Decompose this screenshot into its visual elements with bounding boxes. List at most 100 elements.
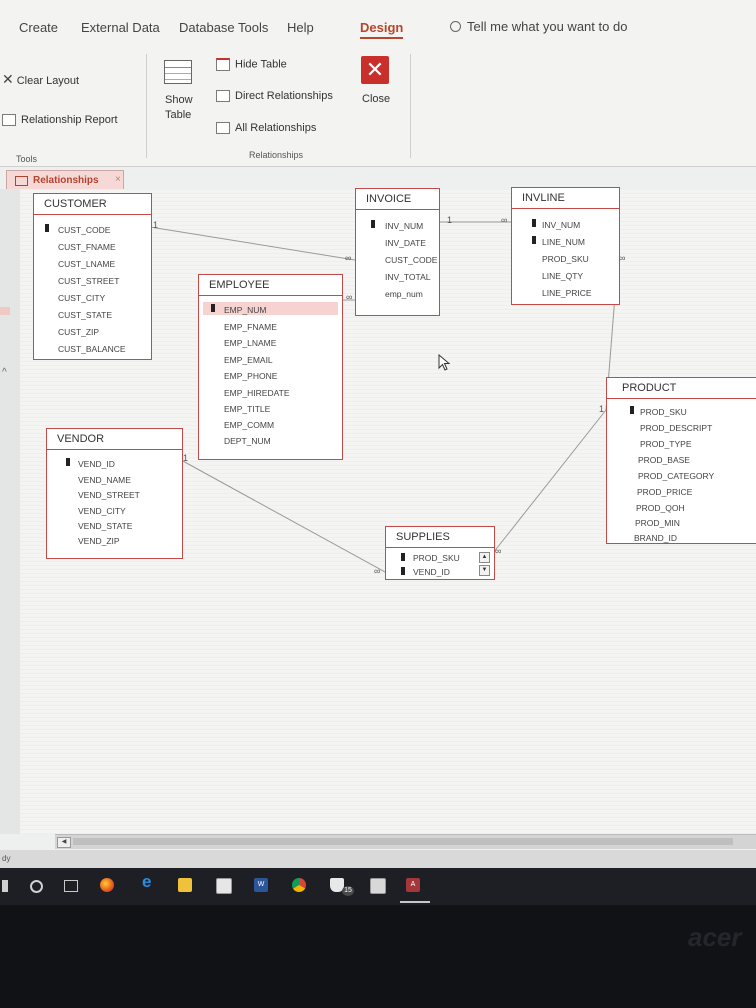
direct-relationships-button[interactable]: Direct Relationships	[216, 90, 333, 103]
field-line-num[interactable]: LINE_NUM	[542, 237, 585, 247]
table-product[interactable]: PRODUCT PROD_SKU PROD_DESCRIPT PROD_TYPE…	[606, 377, 756, 544]
word-icon[interactable]: W	[254, 878, 268, 892]
tab-external-data[interactable]: External Data	[81, 20, 160, 35]
scroll-down-icon[interactable]: ▼	[479, 565, 490, 576]
many-side-marker: ∞	[346, 292, 353, 302]
scroll-left-icon[interactable]: ◀	[57, 837, 71, 848]
close-button-label[interactable]: Close	[362, 93, 391, 105]
all-relationships-label: All Relationships	[235, 122, 317, 134]
tell-me-search[interactable]: Tell me what you want to do	[450, 19, 627, 34]
primary-key-icon	[532, 219, 536, 227]
field-prod-sku[interactable]: PROD_SKU	[640, 407, 687, 417]
field-emp-comm[interactable]: EMP_COMM	[224, 420, 275, 430]
field-emp-hiredate[interactable]: EMP_HIREDATE	[224, 388, 290, 398]
field-line-qty[interactable]: LINE_QTY	[542, 271, 584, 281]
access-window: Create External Data Database Tools Help…	[0, 0, 756, 905]
table-supplies[interactable]: SUPPLIES PROD_SKU VEND_ID ▲ ▼	[385, 526, 495, 580]
field-vend-city[interactable]: VEND_CITY	[78, 506, 126, 516]
status-text: dy	[2, 854, 11, 863]
table-employee[interactable]: EMPLOYEE EMP_NUM EMP_FNAME EMP_LNAME EMP…	[198, 274, 343, 460]
field-prod-descript[interactable]: PROD_DESCRIPT	[640, 423, 713, 433]
field-prod-min[interactable]: PROD_MIN	[635, 518, 680, 528]
field-emp-phone[interactable]: EMP_PHONE	[224, 371, 278, 381]
field-supplies-vend-id[interactable]: VEND_ID	[413, 567, 450, 577]
table-title: PRODUCT	[622, 382, 677, 394]
hide-table-label: Hide Table	[235, 58, 287, 71]
chevron-up-icon[interactable]: ^	[2, 367, 7, 378]
field-line-price[interactable]: LINE_PRICE	[542, 288, 592, 298]
direct-relationships-label: Direct Relationships	[235, 90, 333, 102]
field-prod-qoh[interactable]: PROD_QOH	[636, 503, 685, 513]
scroll-up-icon[interactable]: ▲	[479, 552, 490, 563]
all-relationships-button[interactable]: All Relationships	[216, 122, 317, 135]
field-cust-city[interactable]: CUST_CITY	[58, 293, 106, 303]
field-cust-balance[interactable]: CUST_BALANCE	[58, 344, 126, 354]
access-taskbar-icon[interactable]: A	[406, 878, 420, 892]
field-cust-zip[interactable]: CUST_ZIP	[58, 327, 100, 337]
field-vend-name[interactable]: VEND_NAME	[78, 475, 131, 485]
store-icon[interactable]	[216, 878, 232, 894]
field-prod-price[interactable]: PROD_PRICE	[637, 487, 693, 497]
table-header-rule	[512, 208, 619, 209]
file-explorer-icon[interactable]	[178, 878, 192, 892]
relationships-document-tab[interactable]: Relationships ×	[6, 170, 124, 190]
hide-table-button[interactable]: Hide Table	[216, 58, 287, 71]
scrollbar-track[interactable]	[73, 838, 733, 845]
tab-database-tools[interactable]: Database Tools	[179, 20, 269, 35]
active-app-indicator	[400, 901, 430, 903]
close-icon[interactable]: ✕	[361, 56, 389, 84]
field-invoice-emp-num[interactable]: emp_num	[385, 289, 423, 299]
field-emp-num[interactable]: EMP_NUM	[224, 305, 267, 315]
firefox-icon[interactable]	[100, 878, 114, 892]
start-icon[interactable]	[2, 880, 8, 892]
field-inv-num[interactable]: INV_NUM	[385, 221, 424, 231]
field-vend-state[interactable]: VEND_STATE	[78, 521, 133, 531]
field-supplies-prod-sku[interactable]: PROD_SKU	[413, 553, 460, 563]
field-cust-fname[interactable]: CUST_FNAME	[58, 242, 116, 252]
field-invline-inv-num[interactable]: INV_NUM	[542, 220, 581, 230]
table-invoice[interactable]: INVOICE INV_NUM INV_DATE CUST_CODE INV_T…	[355, 188, 440, 316]
relationship-report-button[interactable]: Relationship Report	[2, 114, 118, 127]
field-invline-prod-sku[interactable]: PROD_SKU	[542, 254, 589, 264]
field-brand-id[interactable]: BRAND_ID	[634, 533, 677, 543]
field-inv-total[interactable]: INV_TOTAL	[385, 272, 431, 282]
field-prod-category[interactable]: PROD_CATEGORY	[638, 471, 715, 481]
field-emp-email[interactable]: EMP_EMAIL	[224, 355, 273, 365]
field-inv-date[interactable]: INV_DATE	[385, 238, 426, 248]
field-cust-street[interactable]: CUST_STREET	[58, 276, 120, 286]
field-emp-title[interactable]: EMP_TITLE	[224, 404, 271, 414]
table-vendor[interactable]: VENDOR VEND_ID VEND_NAME VEND_STREET VEN…	[46, 428, 183, 559]
field-dept-num[interactable]: DEPT_NUM	[224, 436, 271, 446]
field-prod-base[interactable]: PROD_BASE	[638, 455, 690, 465]
calculator-icon[interactable]	[370, 878, 386, 894]
tab-help[interactable]: Help	[287, 20, 314, 35]
table-title: SUPPLIES	[396, 531, 450, 543]
cortana-icon[interactable]	[30, 880, 43, 893]
tab-design[interactable]: Design	[360, 20, 404, 39]
notification-badge: 15	[342, 886, 354, 896]
field-cust-lname[interactable]: CUST_LNAME	[58, 259, 116, 269]
field-vend-zip[interactable]: VEND_ZIP	[78, 536, 120, 546]
horizontal-scrollbar[interactable]: ◀	[55, 834, 756, 849]
clear-layout-button[interactable]: ✕Clear Layout	[2, 71, 79, 88]
search-icon	[450, 21, 461, 32]
field-cust-state[interactable]: CUST_STATE	[58, 310, 112, 320]
table-header-rule	[356, 209, 439, 210]
table-header-rule	[34, 214, 151, 215]
field-invoice-cust-code[interactable]: CUST_CODE	[385, 255, 438, 265]
field-prod-type[interactable]: PROD_TYPE	[640, 439, 692, 449]
field-emp-fname[interactable]: EMP_FNAME	[224, 322, 277, 332]
field-cust-code[interactable]: CUST_CODE	[58, 225, 111, 235]
field-vend-street[interactable]: VEND_STREET	[78, 490, 140, 500]
tab-create[interactable]: Create	[19, 20, 59, 35]
table-customer[interactable]: CUSTOMER CUST_CODE CUST_FNAME CUST_LNAME…	[33, 193, 152, 360]
table-invline[interactable]: INVLINE INV_NUM LINE_NUM PROD_SKU LINE_Q…	[511, 187, 620, 305]
field-vend-id[interactable]: VEND_ID	[78, 459, 115, 469]
edge-icon[interactable]: e	[142, 872, 152, 891]
close-tab-icon[interactable]: ×	[115, 174, 121, 185]
table-header-rule	[47, 449, 182, 450]
teams-icon[interactable]	[330, 878, 344, 892]
field-emp-lname[interactable]: EMP_LNAME	[224, 338, 277, 348]
chrome-icon[interactable]	[292, 878, 306, 892]
task-view-icon[interactable]	[64, 880, 78, 892]
